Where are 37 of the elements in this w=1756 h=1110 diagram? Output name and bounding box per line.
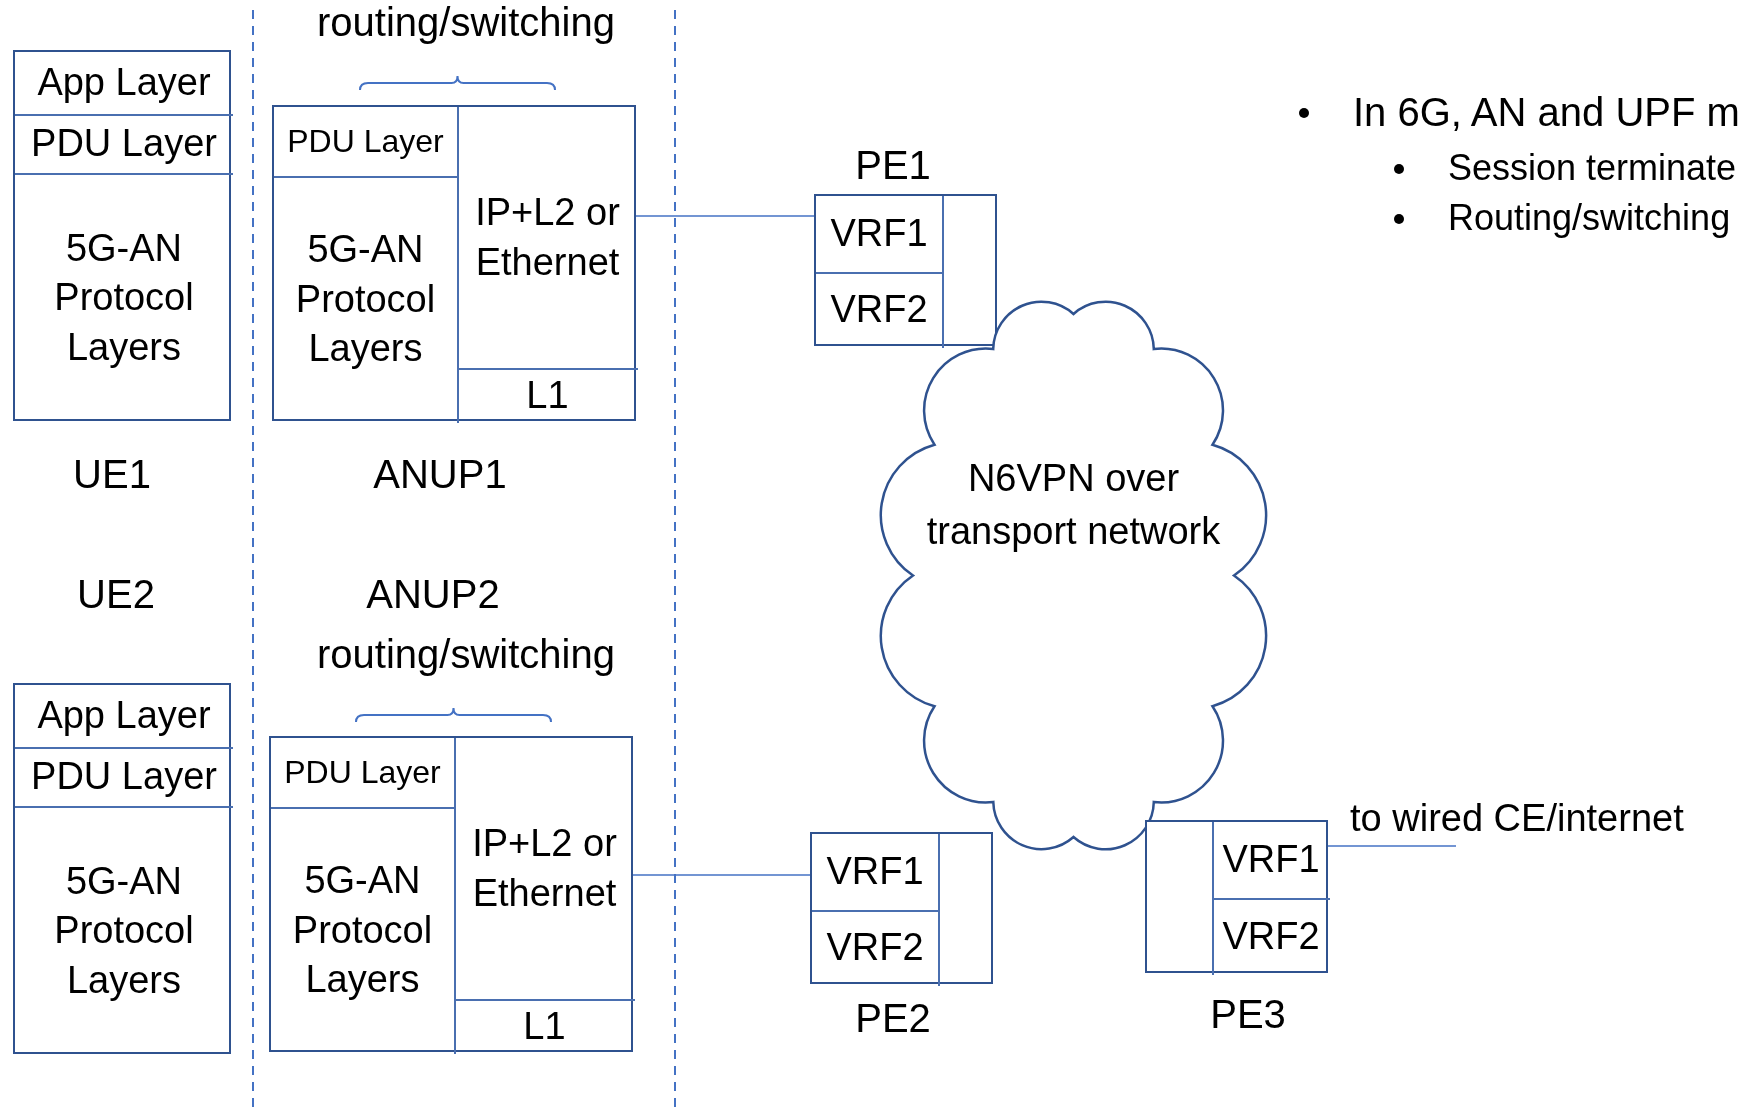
vrf-label: VRF2	[1222, 913, 1320, 959]
node-caption: ANUP2	[366, 572, 500, 617]
node-caption: UE1	[73, 452, 151, 497]
bullet-text: Routing/switching	[1448, 196, 1731, 240]
layer-label: L1	[526, 372, 569, 418]
layer-label: 5G-AN Protocol Layers	[291, 858, 434, 1003]
vrf-label: VRF1	[830, 211, 928, 257]
node-caption: ANUP1	[373, 452, 507, 497]
node-caption: routing/switching	[317, 0, 615, 45]
endpoint-label: to wired CE/internet	[1350, 796, 1684, 841]
node-caption: PE3	[1210, 992, 1286, 1037]
node-caption: PE2	[855, 996, 931, 1041]
layer-label: PDU Layer	[31, 753, 217, 799]
layer-label: IP+L2 or Ethernet	[474, 190, 621, 285]
cloud-label: N6VPN over transport network	[925, 456, 1222, 555]
node-caption: PE1	[855, 143, 931, 188]
vrf-label: VRF1	[826, 849, 924, 895]
layer-label: 5G-AN Protocol Layers	[53, 858, 195, 1003]
vrf-label: VRF2	[826, 925, 924, 971]
connector-line	[632, 874, 811, 876]
vrf-label: VRF2	[830, 287, 928, 333]
node-caption: UE2	[77, 572, 155, 617]
bullet-text: In 6G, AN and UPF m	[1353, 89, 1740, 136]
layer-label: PDU Layer	[31, 120, 217, 166]
layer-label: App Layer	[37, 693, 211, 739]
layer-label: 5G-AN Protocol Layers	[53, 225, 195, 370]
layer-label: L1	[523, 1003, 566, 1049]
node-caption: routing/switching	[317, 632, 615, 677]
layer-label: IP+L2 or Ethernet	[471, 821, 618, 916]
layer-label: App Layer	[37, 60, 211, 106]
bullet-text: Session terminate	[1448, 146, 1737, 190]
vrf-label: VRF1	[1222, 837, 1320, 883]
layer-label: PDU Layer	[284, 752, 441, 792]
connector-line	[1327, 845, 1457, 847]
connector-line	[635, 215, 815, 217]
layer-label: PDU Layer	[287, 121, 444, 161]
layer-label: 5G-AN Protocol Layers	[294, 227, 437, 372]
